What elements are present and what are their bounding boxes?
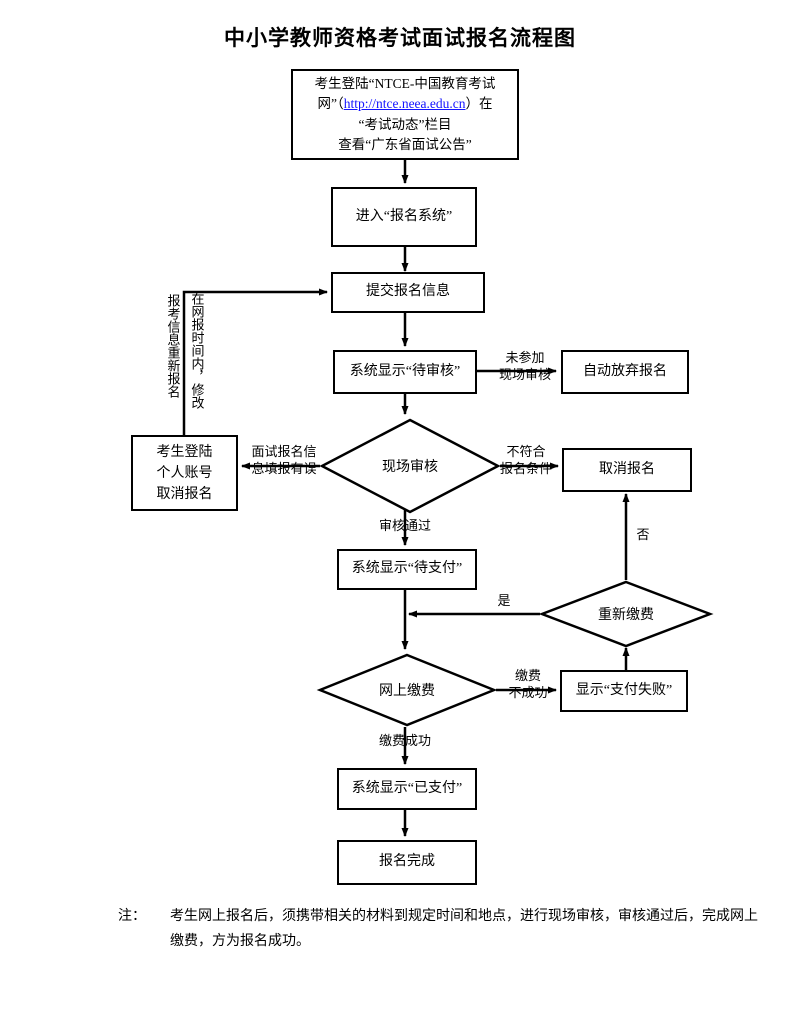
cancel-relogin-line-2: 个人账号 [156,465,213,481]
node-start: 考生登陆“NTCE-中国教育考试 网”（http://ntce.neea.edu… [291,69,519,160]
node-cancel-registration: 取消报名 [562,448,692,492]
vertical-label-reregister: 报考信息重新报名 [165,294,181,398]
cancel-registration-label: 取消报名 [599,461,655,477]
edge-label-payment-success: 缴费成功 [378,733,431,748]
node-cancel-relogin: 考生登陆 个人账号 取消报名 [131,435,238,511]
ntce-website-link[interactable]: http://ntce.neea.edu.cn [343,96,466,112]
node-status-paid: 系统显示“已支付” [337,768,477,810]
submit-info-label: 提交报名信息 [366,284,450,300]
edge-relogin-to-submit [182,288,328,435]
status-paid-label: 系统显示“已支付” [351,780,463,796]
info-error-line-1: 面试报名信 [251,444,317,459]
start-line-2: 网”（http://ntce.neea.edu.cn）在 [297,94,513,114]
auto-abandon-label: 自动放弃报名 [583,363,667,379]
node-status-pending-payment: 系统显示“待支付” [337,549,477,590]
payment-failed-line-1: 缴费 [514,668,541,683]
edge-label-info-error: 面试报名信 息填报有误 [246,444,322,478]
cancel-relogin-line-1: 考生登陆 [156,444,213,460]
node-enter-system: 进入“报名系统” [331,187,477,247]
not-attend-line-2: 现场审核 [498,366,551,382]
start-line-3: “考试动态”栏目 [358,116,452,132]
edge-label-not-meet-conditions: 不符合 报名条件 [490,444,562,478]
node-repay: 重新缴费 [538,580,714,648]
edge-label-review-passed: 审核通过 [378,518,431,533]
info-error-line-2: 息填报有误 [251,460,317,476]
edge-label-payment-failed: 缴费 不成功 [497,668,559,702]
node-submit-info: 提交报名信息 [331,272,485,313]
node-payment-failed: 显示“支付失败” [560,670,688,712]
node-status-pending-review: 系统显示“待审核” [333,350,477,394]
page-title: 中小学教师资格考试面试报名流程图 [224,26,576,50]
start-line-2-prefix: 网”（ [317,96,344,112]
node-registration-complete: 报名完成 [337,840,477,885]
node-online-payment: 网上缴费 [316,653,498,727]
status-pending-review-label: 系统显示“待审核” [349,363,461,379]
footnote-body: 考生网上报名后，须携带相关的材料到规定时间和地点，进行现场审核，审核通过后，完成… [170,909,758,949]
cancel-relogin-line-3: 取消报名 [156,486,213,502]
edge-label-no: 否 [636,527,650,542]
not-meet-line-2: 报名条件 [499,460,552,476]
footnote: 注： 考生网上报名后，须携带相关的材料到规定时间和地点，进行现场审核，审核通过后… [118,905,758,954]
footnote-label: 注： [118,909,146,924]
not-meet-line-1: 不符合 [506,444,546,459]
status-pending-payment-label: 系统显示“待支付” [351,561,463,577]
edge-label-not-attend-onsite: 未参加 现场审核 [489,350,561,384]
node-auto-abandon: 自动放弃报名 [561,350,689,394]
not-attend-line-1: 未参加 [505,350,545,365]
vertical-label-modify-in-time: 在网报时间内，修改 [189,292,205,409]
edge-label-yes: 是 [497,593,511,608]
start-line-2-suffix: ）在 [465,96,493,112]
node-onsite-review: 现场审核 [319,418,501,514]
enter-system-label: 进入“报名系统” [355,208,453,224]
registration-complete-label: 报名完成 [379,854,435,870]
payment-failed-label: 显示“支付失败” [575,682,673,698]
start-line-1: 考生登陆“NTCE-中国教育考试 [314,76,496,91]
payment-failed-line-2: 不成功 [508,684,548,700]
start-line-4: 查看“广东省面试公告” [338,136,472,152]
